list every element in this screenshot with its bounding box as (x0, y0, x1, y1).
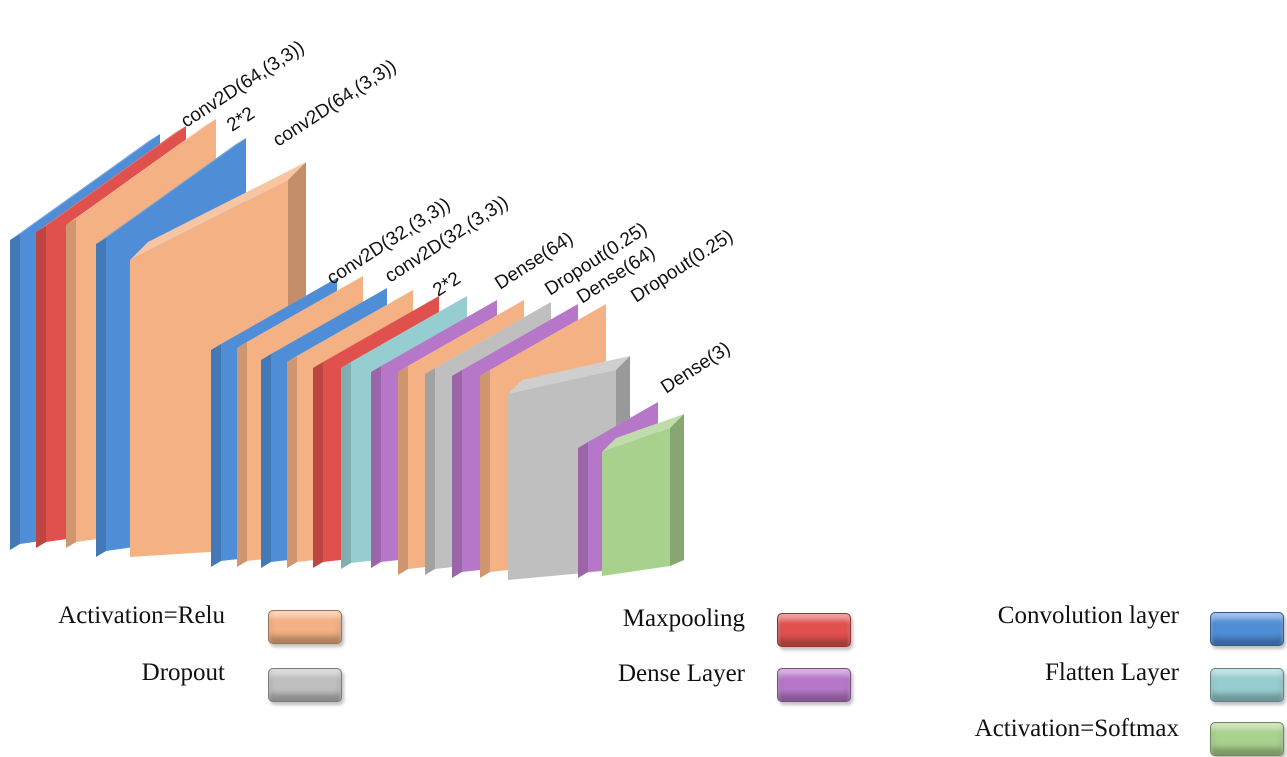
legend-swatch-relu (268, 610, 342, 644)
legend-swatch-convolution (1210, 612, 1284, 646)
layer-label: Dense(3) (657, 338, 734, 398)
legend-label-dropout: Dropout (141, 659, 225, 686)
layer-label: 2*2 (223, 103, 258, 136)
legend-label-flatten: Flatten Layer (1045, 659, 1179, 686)
legend-label-maxpooling: Maxpooling (622, 605, 745, 632)
legend-swatch-dense (777, 668, 851, 702)
legend-label-softmax: Activation=Softmax (974, 715, 1179, 742)
legend-swatch-softmax (1210, 722, 1284, 756)
legend-label-relu: Activation=Relu (58, 602, 225, 629)
legend-swatch-flatten (1210, 668, 1284, 702)
legend-label-dense: Dense Layer (617, 660, 745, 687)
layer-block-softmax (602, 414, 684, 576)
layer-label: conv2D(64,(3,3)) (269, 56, 400, 151)
layer-label: 2*2 (429, 268, 464, 301)
legend-swatch-dropout (268, 668, 342, 702)
legend-swatch-maxpooling (777, 613, 851, 647)
legend-label-convolution: Convolution layer (997, 602, 1179, 629)
